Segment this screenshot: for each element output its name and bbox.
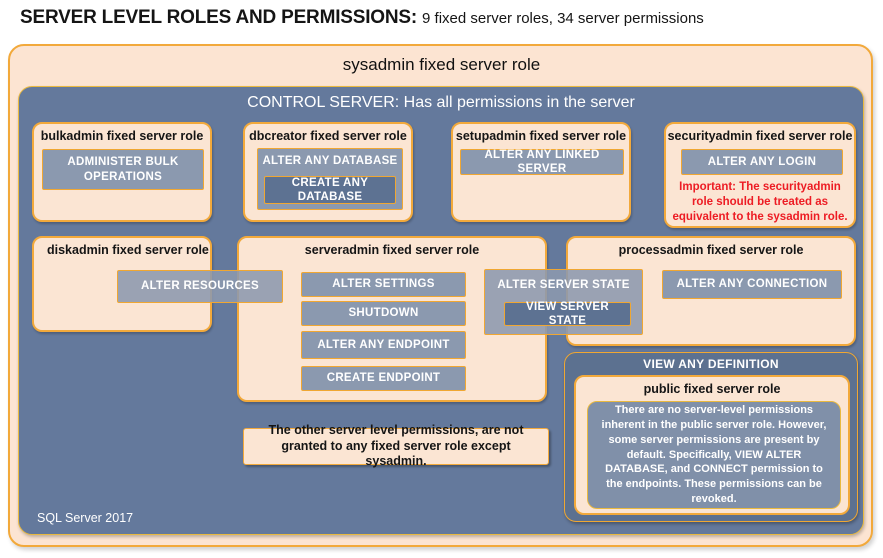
setupadmin-role-label: setupadmin fixed server role <box>455 129 627 143</box>
permission-view-server-state: VIEW SERVER STATE <box>504 301 631 327</box>
diagram-title-sub: 9 fixed server roles, 34 server permissi… <box>422 10 704 27</box>
diagram-title: SERVER LEVEL ROLES AND PERMISSIONS:9 fix… <box>20 7 870 29</box>
public-role-description: There are no server-level permissions in… <box>587 401 841 509</box>
permission-view-any-definition: VIEW ANY DEFINITION public fixed server … <box>564 352 858 522</box>
permission-view-any-definition-label: VIEW ANY DEFINITION <box>643 357 779 371</box>
processadmin-role-label: processadmin fixed server role <box>618 243 804 257</box>
diagram-title-main: SERVER LEVEL ROLES AND PERMISSIONS: <box>20 7 418 28</box>
permission-create-any-database: CREATE ANY DATABASE <box>264 176 396 204</box>
role-box-serveradmin: serveradmin fixed server role ALTER SETT… <box>237 236 547 402</box>
permission-create-endpoint: CREATE ENDPOINT <box>301 366 466 391</box>
role-box-dbcreator: dbcreator fixed server role ALTER ANY DA… <box>243 122 413 222</box>
sql-server-version-label: SQL Server 2017 <box>37 511 134 525</box>
securityadmin-role-label: securityadmin fixed server role <box>667 129 853 143</box>
bulkadmin-role-label: bulkadmin fixed server role <box>40 129 204 143</box>
diskadmin-role-label: diskadmin fixed server role <box>47 243 209 257</box>
control-server-label: CONTROL SERVER: Has all permissions in t… <box>247 94 635 111</box>
permission-alter-resources: ALTER RESOURCES <box>117 270 283 303</box>
permission-alter-server-state: ALTER SERVER STATE VIEW SERVER STATE <box>484 269 643 335</box>
dbcreator-role-label: dbcreator fixed server role <box>249 129 407 143</box>
permission-alter-server-state-label: ALTER SERVER STATE <box>497 279 630 291</box>
permission-alter-any-database: ALTER ANY DATABASE CREATE ANY DATABASE <box>257 148 403 210</box>
role-box-setupadmin: setupadmin fixed server role ALTER ANY L… <box>451 122 631 222</box>
permission-administer-bulk-operations: ADMINISTER BULK OPERATIONS <box>42 149 204 190</box>
permission-alter-any-endpoint: ALTER ANY ENDPOINT <box>301 331 466 359</box>
permission-alter-any-connection: ALTER ANY CONNECTION <box>662 270 842 299</box>
other-permissions-note: The other server level permissions, are … <box>243 423 549 468</box>
public-role-label: public fixed server role <box>643 382 781 396</box>
permission-shutdown: SHUTDOWN <box>301 301 466 326</box>
permission-alter-any-linked-server: ALTER ANY LINKED SERVER <box>460 149 624 175</box>
role-box-securityadmin: securityadmin fixed server role ALTER AN… <box>664 122 856 228</box>
serveradmin-role-label: serveradmin fixed server role <box>304 243 480 257</box>
permission-alter-settings: ALTER SETTINGS <box>301 272 466 297</box>
role-box-public: public fixed server role There are no se… <box>574 375 850 515</box>
role-box-bulkadmin: bulkadmin fixed server role ADMINISTER B… <box>32 122 212 222</box>
sysadmin-role-label: sysadmin fixed server role <box>342 55 541 74</box>
securityadmin-warning-text: Important: The securityadmin role should… <box>672 181 848 223</box>
permission-alter-any-database-label: ALTER ANY DATABASE <box>262 155 398 167</box>
permission-alter-any-login: ALTER ANY LOGIN <box>681 149 843 175</box>
